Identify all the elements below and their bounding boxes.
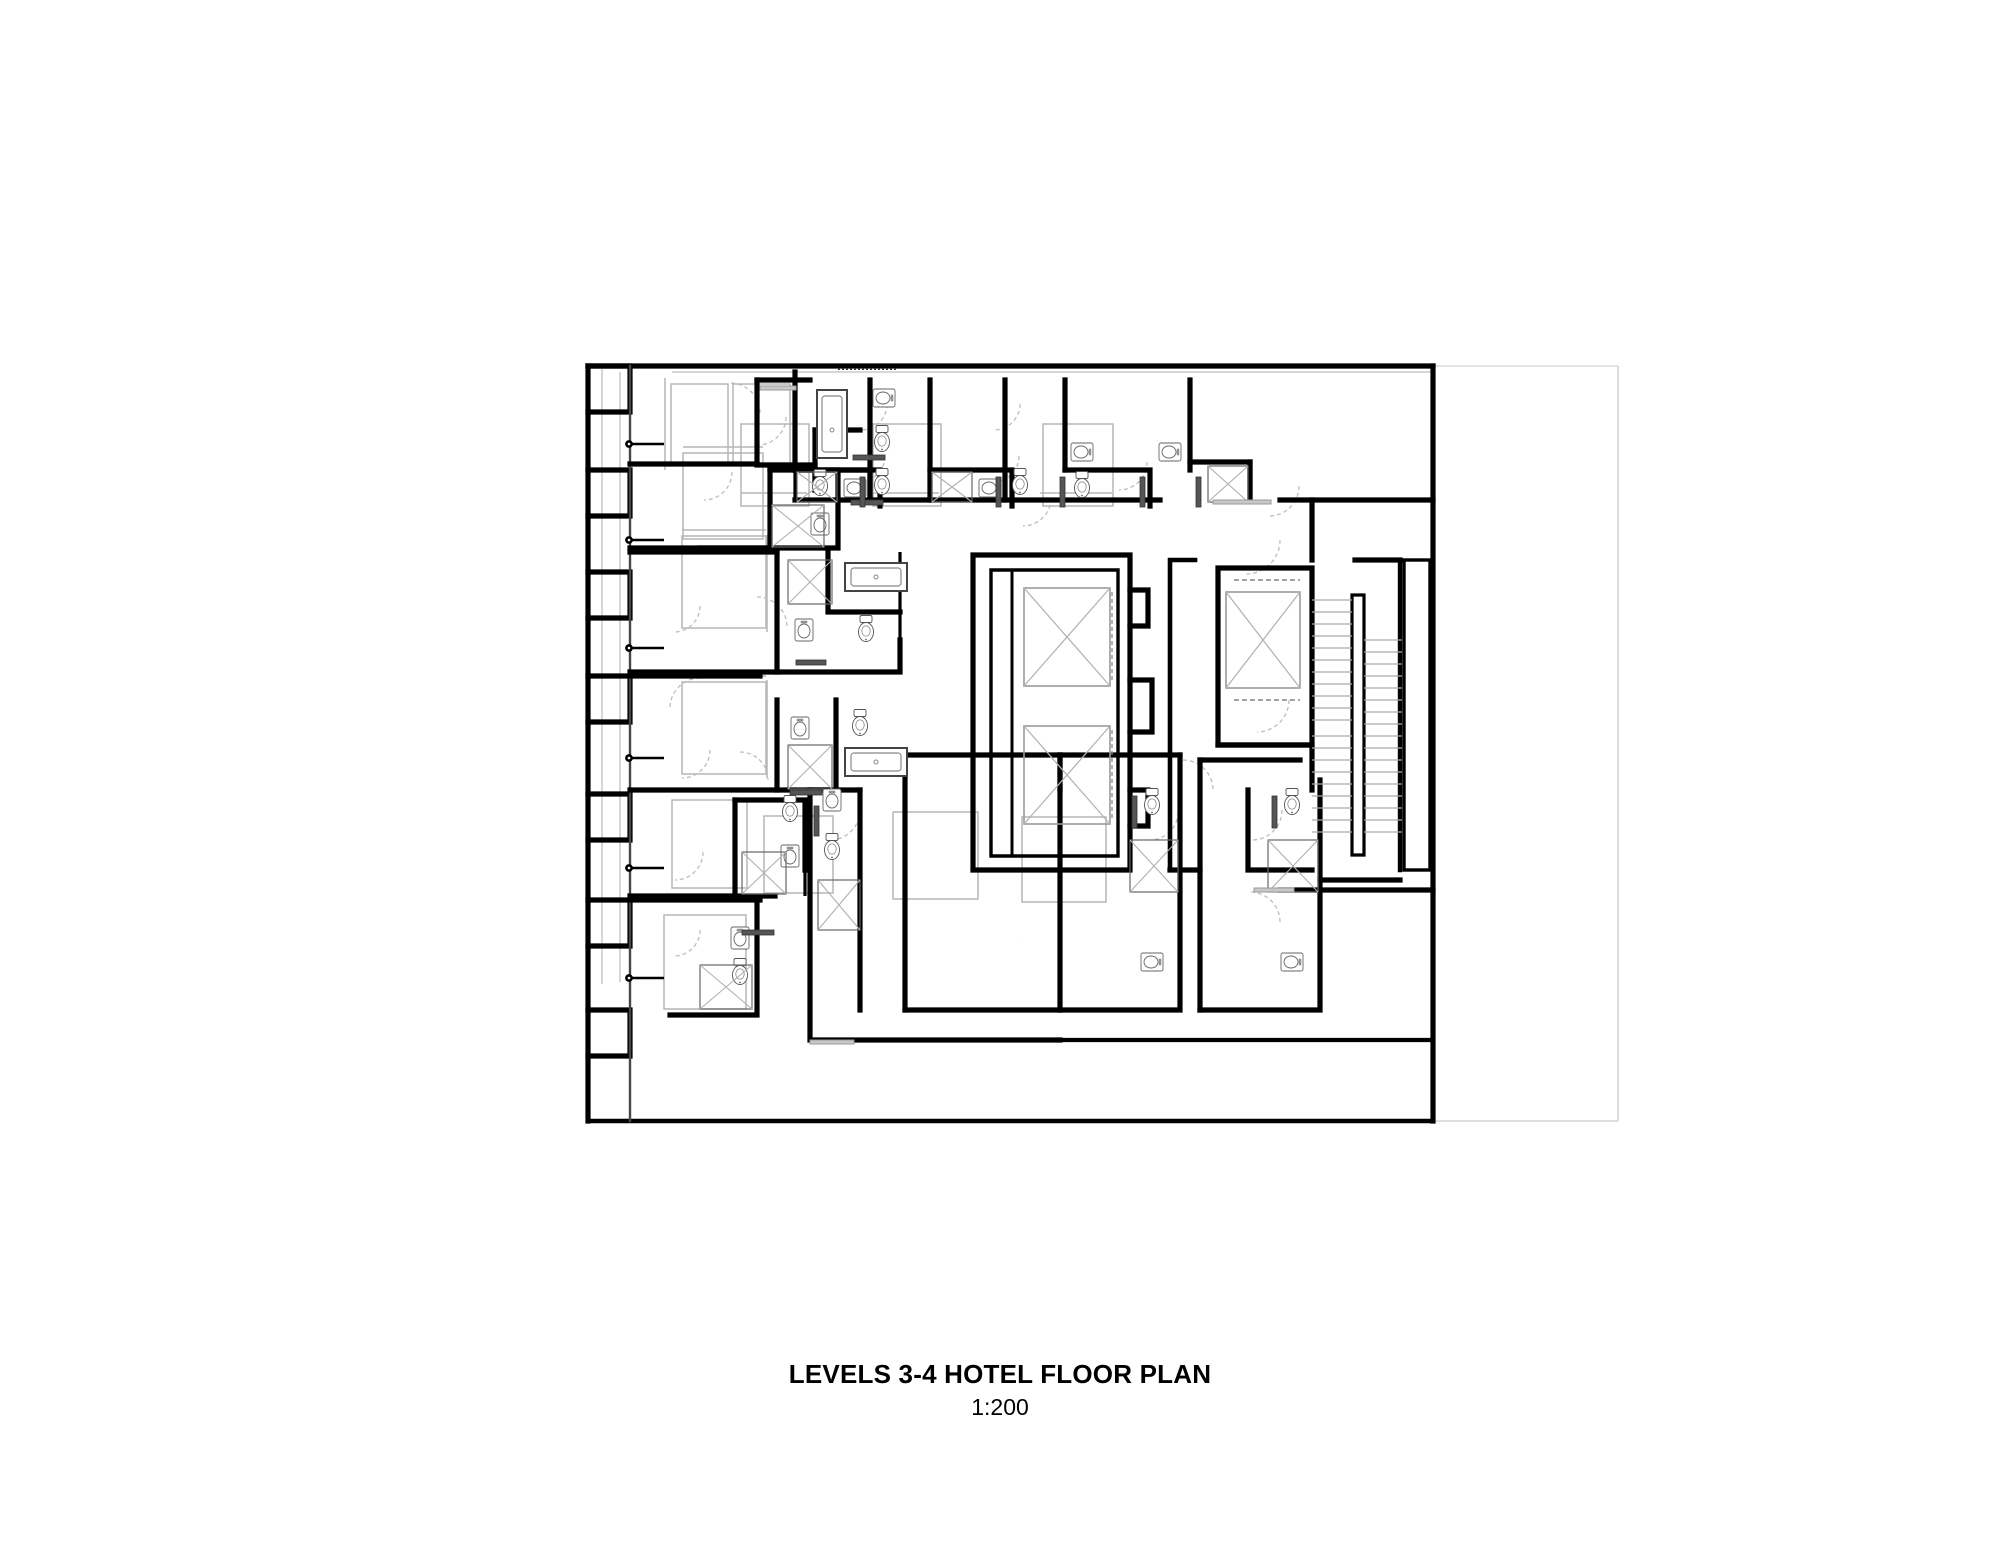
wall-r6-bath (667, 902, 760, 1018)
closet-r11 (1129, 839, 1179, 893)
west-recess-5 (585, 791, 633, 843)
partition-layer (793, 372, 1252, 896)
wc-r1 (874, 425, 890, 452)
site-boundary-lines (1433, 365, 1619, 1122)
elevator-car-3 (1225, 591, 1301, 689)
core-detail (1023, 558, 1432, 872)
wall-r11-bath (1057, 752, 1183, 1013)
west-recess-6 (585, 897, 633, 949)
wall-r10-n (902, 752, 1063, 793)
floor-plan-drawing (585, 363, 1619, 1124)
bed-r2 (682, 452, 764, 540)
bathtub-r3 (844, 562, 908, 592)
door-leaf-layer (741, 385, 1295, 1045)
bed-r3 (681, 535, 767, 629)
stair-shaft-outer (1402, 558, 1432, 872)
wc-r8 (1012, 468, 1028, 495)
bed-r4 (681, 681, 767, 775)
closet-r8 (931, 471, 973, 503)
bed-r11 (892, 811, 979, 900)
wc-r4 (852, 709, 868, 736)
bed-r8 (872, 423, 942, 507)
sink-r10n (1158, 442, 1182, 462)
bathtub-r4 (844, 747, 908, 777)
west-recess-1 (585, 363, 633, 415)
closet-r7 (796, 471, 838, 503)
sink-r2 (810, 512, 830, 536)
wc-r11 (1144, 788, 1160, 815)
closet-r2 (771, 504, 825, 548)
closet-r4 (787, 744, 833, 790)
sink-r9 (1070, 442, 1094, 462)
wc-r3 (858, 615, 874, 642)
wc-r12 (1284, 788, 1300, 815)
bed-r12 (1021, 816, 1107, 903)
wc-r9 (1074, 471, 1090, 498)
closet-r12 (1267, 839, 1319, 893)
elevator-doors-3 (1234, 579, 1300, 701)
core-lobby-m (1127, 677, 1155, 735)
sink-r4 (790, 716, 810, 740)
bed-r9 (1042, 423, 1114, 507)
bathtub-r1 (816, 389, 848, 459)
closet-r3 (787, 559, 833, 605)
plumbing-fixtures (699, 388, 1319, 1010)
wc-r5 (782, 795, 798, 822)
closet-r5 (741, 851, 787, 895)
sink-r1 (872, 388, 896, 408)
wall-r3-bath (774, 549, 903, 675)
bed-r5 (671, 799, 748, 889)
window-mullions (625, 368, 896, 982)
sink-r10 (822, 788, 842, 812)
closet-r10 (817, 879, 861, 931)
wc-r7 (874, 468, 890, 495)
west-recess-7 (585, 1007, 633, 1059)
elev2-walls (1167, 557, 1198, 873)
elevator-car-1 (1023, 587, 1111, 687)
stair-landing (1350, 593, 1366, 857)
west-recess-2 (585, 467, 633, 519)
wc-r6 (732, 958, 748, 985)
sink-r11 (1140, 952, 1164, 972)
page-title: LEVELS 3-4 HOTEL FLOOR PLAN (788, 1359, 1212, 1389)
wc-r2 (812, 469, 828, 496)
wall-r12-bath (1197, 777, 1323, 1013)
sink-r12 (1280, 952, 1304, 972)
sink-r3 (794, 618, 814, 642)
closet-r6 (699, 964, 753, 1010)
wc-r10 (824, 833, 840, 860)
door-swing-arcs (669, 382, 1300, 957)
wall-r3-bath2 (825, 549, 903, 615)
sink-r5 (780, 844, 800, 868)
elev2-lobby (1215, 742, 1315, 793)
stair-flight (1312, 599, 1402, 833)
closet-r10n (1207, 465, 1249, 503)
bed-r1-a (670, 383, 729, 464)
drawing-caption: LEVELS 3-4 HOTEL FLOOR PLAN 1:200 (0, 1358, 2000, 1422)
floor-plan-canvas (585, 363, 1619, 1124)
west-recess-4 (585, 673, 633, 725)
core-inner (989, 568, 1120, 858)
core-lobby-n (1127, 587, 1151, 629)
elevator-car-2 (1023, 725, 1111, 825)
scale-label: 1:200 (971, 1394, 1029, 1420)
west-recess-3 (585, 569, 633, 621)
elev2-open (1245, 787, 1315, 873)
